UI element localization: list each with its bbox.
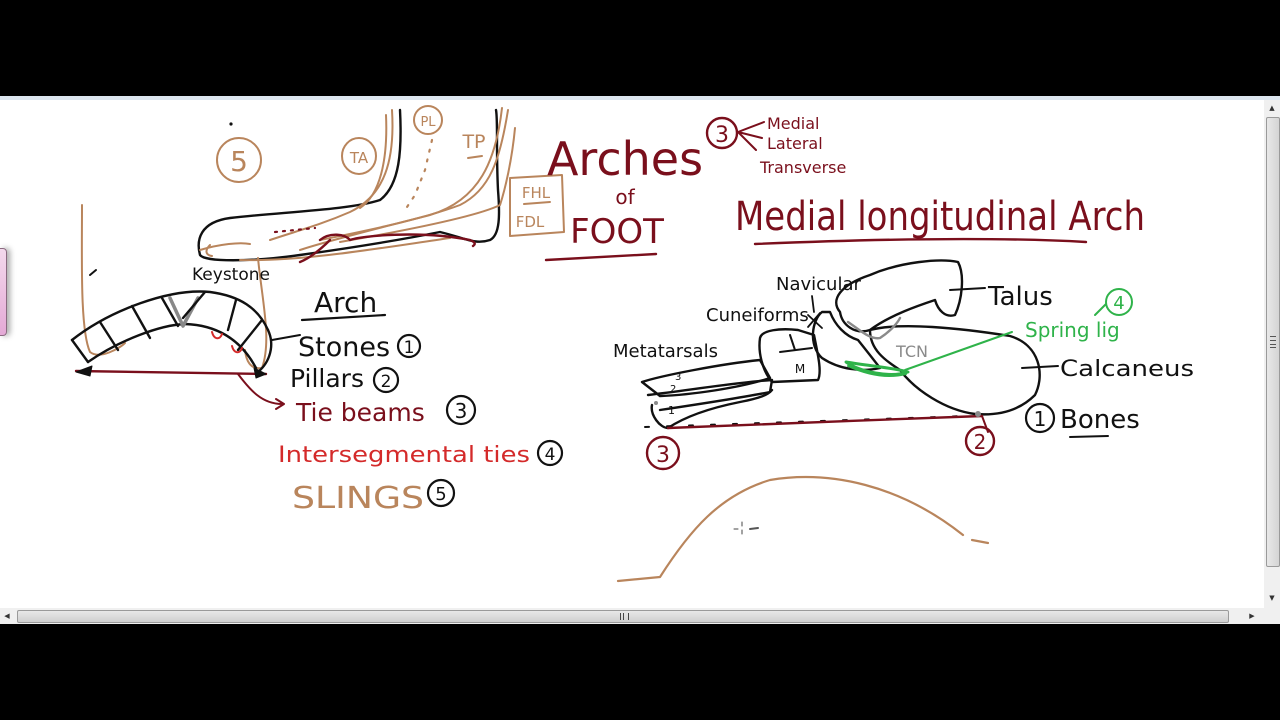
side-panel-tab[interactable]: [0, 248, 7, 336]
whiteboard-canvas[interactable]: [0, 96, 1280, 624]
component-pillars-num: 2: [381, 372, 392, 392]
subtitle-block: Medial longitudinal Arch: [735, 194, 1145, 246]
front-pillar-num: 3: [656, 443, 670, 468]
window-top-border: [0, 96, 1280, 100]
keystone-label: Keystone: [192, 265, 270, 285]
pen-cursor-icon: [733, 521, 759, 535]
arch-curve-sketch: [616, 475, 965, 583]
title-of: of: [615, 185, 635, 209]
tcn-label: TCN: [895, 342, 928, 361]
component-stones: Stones: [298, 332, 390, 363]
horizontal-scrollbar[interactable]: ◀ ▶: [0, 608, 1264, 624]
foot-sketch: 5 TA PL TP FHL FDL: [197, 105, 565, 264]
metatarsal-2-num: 2: [670, 384, 676, 395]
arch-diagram: Keystone Arch Stones 1 Pillars 2 Tie bea…: [70, 204, 564, 516]
component-tie-beams: Tie beams: [295, 398, 425, 427]
scroll-up-button[interactable]: ▲: [1269, 104, 1275, 112]
cuneiforms-label: Cuneiforms: [706, 305, 809, 326]
types-count: 3: [715, 123, 729, 148]
metatarsal-3-num: 3: [675, 372, 681, 383]
vertical-scrollbar[interactable]: ▲ ▼: [1264, 100, 1280, 608]
tendon-label-fdl: FDL: [516, 213, 545, 231]
component-slings: SLINGS: [292, 481, 424, 516]
scrollbar-corner: [1264, 608, 1280, 624]
horizontal-scroll-thumb[interactable]: [17, 610, 1229, 623]
arch-types: 3 Medial Lateral Transverse: [705, 114, 846, 177]
navicular-label: Navicular: [776, 274, 861, 295]
component-slings-num: 5: [435, 484, 446, 505]
arch-heading: Arch: [314, 286, 377, 319]
cuneiform-m-label: M: [795, 362, 805, 376]
tendon-label-fhl: FHL: [522, 184, 551, 202]
metatarsals-label: Metatarsals: [613, 341, 718, 362]
title-block: Arches of FOOT: [544, 132, 703, 262]
vertical-scroll-thumb[interactable]: [1266, 117, 1280, 567]
type-transverse: Transverse: [759, 158, 846, 177]
component-intersegmental-ties-num: 4: [545, 445, 556, 465]
back-pillar-num: 2: [974, 430, 987, 454]
slings-number-label: 5: [230, 145, 248, 178]
title-foot: FOOT: [570, 212, 664, 252]
title-arches: Arches: [547, 132, 703, 186]
metatarsal-1-num: 1: [668, 404, 675, 417]
spring-ligament-num: 4: [1113, 293, 1124, 314]
calcaneus-label: Calcaneus: [1060, 357, 1194, 382]
component-stones-num: 1: [404, 338, 415, 358]
component-intersegmental-ties: Intersegmental ties: [278, 443, 530, 468]
scroll-right-button[interactable]: ▶: [1249, 612, 1255, 620]
bones-diagram: M 3 2 1 TCN Spring lig 4 Navicular Cunei…: [613, 259, 1194, 471]
scroll-left-button[interactable]: ◀: [4, 612, 10, 620]
spring-ligament-label: Spring lig: [1025, 318, 1120, 342]
scroll-down-button[interactable]: ▼: [1269, 594, 1275, 602]
tendon-label-pl: PL: [420, 115, 436, 130]
tendon-label-tp: TP: [461, 131, 485, 153]
bones-num: 1: [1034, 407, 1047, 431]
grip-icon: [620, 613, 629, 620]
talus-label: Talus: [987, 282, 1053, 312]
type-medial: Medial: [767, 114, 820, 133]
subtitle-medial-longitudinal-arch: Medial longitudinal Arch: [735, 194, 1145, 240]
component-tie-beams-num: 3: [455, 399, 468, 423]
type-lateral: Lateral: [767, 134, 823, 153]
component-pillars: Pillars: [290, 364, 364, 393]
grip-icon: [1270, 336, 1276, 348]
bones-label: Bones: [1060, 405, 1140, 435]
tendon-label-ta: TA: [349, 149, 369, 167]
